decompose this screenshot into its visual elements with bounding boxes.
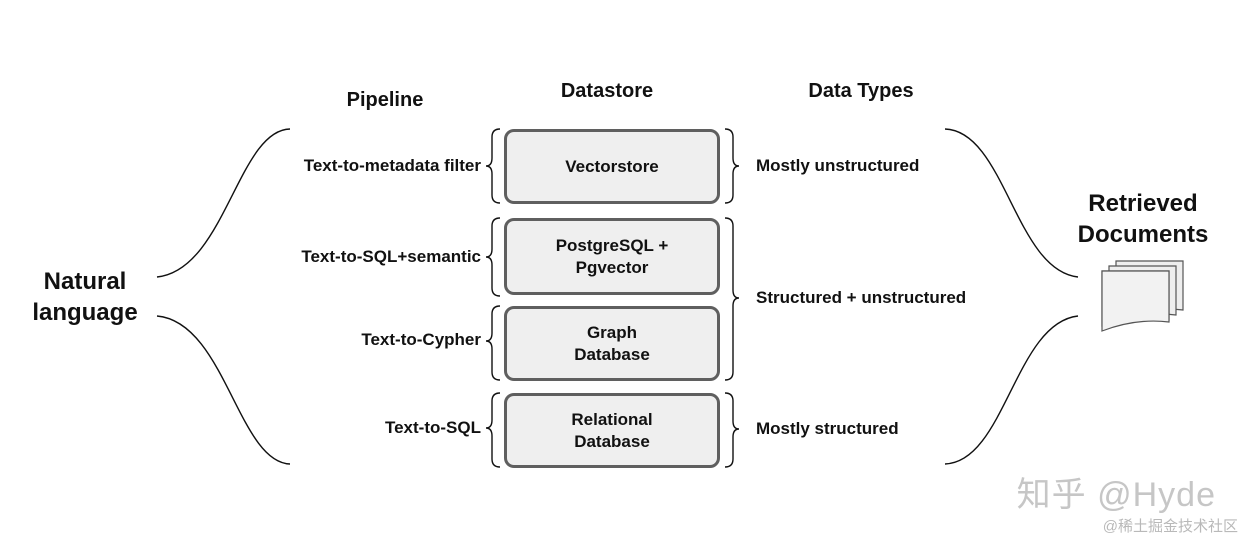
pipeline-heading: Pipeline — [346, 89, 424, 111]
pipeline-label-sql-semantic: Text-to-SQL+semantic — [301, 247, 481, 266]
pipeline-label-cypher: Text-to-Cypher — [361, 330, 481, 349]
datastore-label: Vectorstore — [565, 156, 659, 176]
output-upper-curve — [944, 128, 1079, 278]
retrieved-documents-title: Retrieved Documents — [1077, 190, 1209, 248]
watermark-juejin: @稀土掘金技术社区 — [1102, 518, 1238, 535]
data-type-structured-unstructured: Structured + unstructured — [756, 288, 967, 307]
pipeline-brace-2 — [485, 217, 501, 297]
pipeline-label-metadata-filter: Text-to-metadata filter — [303, 156, 481, 175]
pipeline-brace-4 — [485, 392, 501, 468]
data-types-heading: Data Types — [808, 80, 914, 102]
datastore-vectorstore: Vectorstore — [504, 129, 720, 204]
datastore-label: PostgreSQL + Pgvector — [555, 235, 669, 277]
datastore-postgresql-pgvector: PostgreSQL + Pgvector — [504, 218, 720, 295]
pipeline-label-sql: Text-to-SQL — [384, 418, 481, 437]
pipeline-brace-3 — [485, 305, 501, 381]
datastore-graph-database: Graph Database — [504, 306, 720, 381]
natural-language-title: Natural language — [32, 268, 138, 326]
documents-stack-icon — [1101, 260, 1184, 332]
data-type-mostly-unstructured: Mostly unstructured — [756, 156, 920, 175]
type-brace-2 — [724, 217, 740, 381]
datastore-heading: Datastore — [560, 80, 654, 102]
data-type-mostly-structured: Mostly structured — [756, 419, 899, 438]
datastore-label: Graph Database — [574, 322, 650, 364]
pipeline-brace-1 — [485, 128, 501, 204]
input-lower-curve — [156, 315, 291, 465]
type-brace-3 — [724, 392, 740, 468]
output-lower-curve — [944, 315, 1079, 465]
datastore-label: Relational Database — [571, 409, 653, 451]
input-upper-curve — [156, 128, 291, 278]
type-brace-1 — [724, 128, 740, 204]
watermark-zhihu: 知乎 @Hyde — [1016, 476, 1216, 514]
datastore-relational-database: Relational Database — [504, 393, 720, 468]
